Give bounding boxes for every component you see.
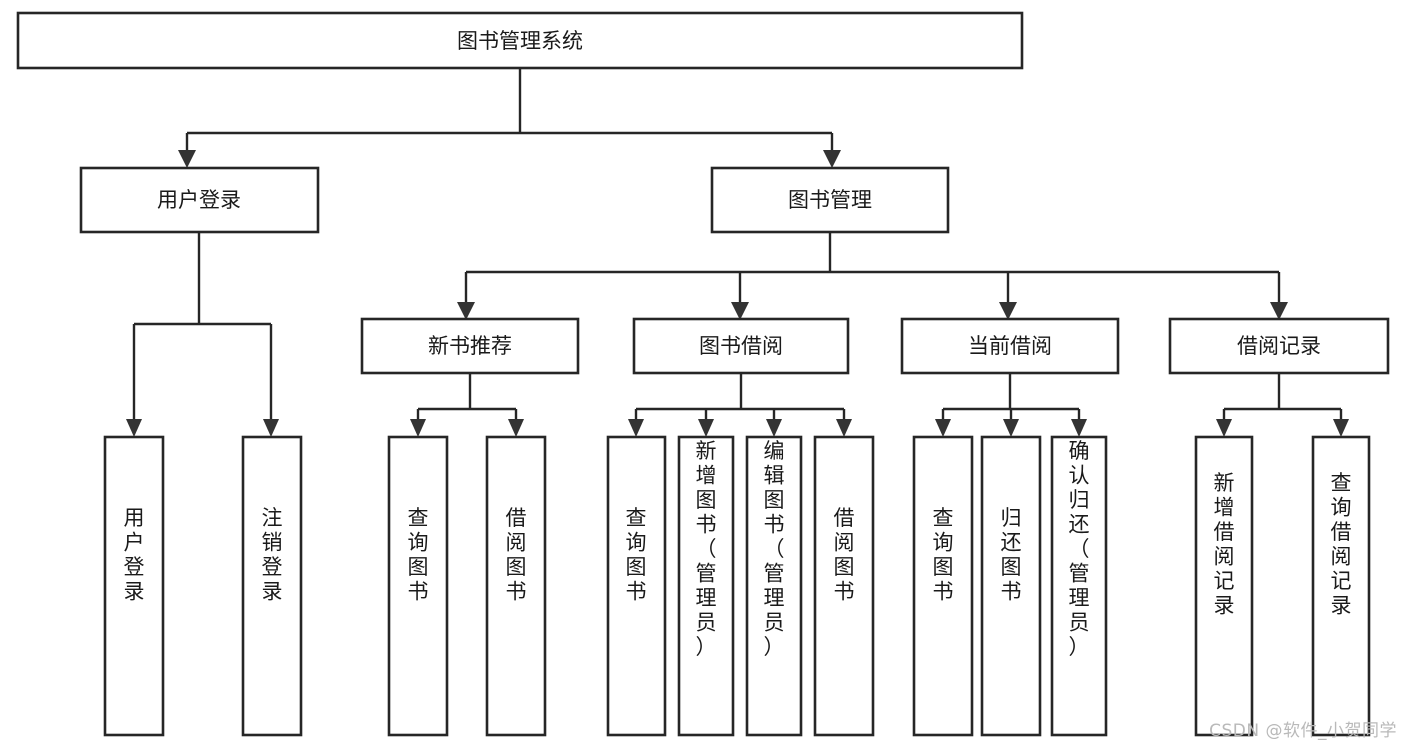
leaf-node-query-book-2[interactable]: 查询图书	[606, 435, 667, 737]
arrowhead-current-l1	[935, 419, 951, 437]
node-root-box[interactable]	[16, 11, 1024, 70]
leaf-node-query-book-1[interactable]: 查询图书	[387, 435, 449, 737]
leaf-node-add-borrow-record[interactable]: 新增借阅记录	[1194, 435, 1254, 737]
leaf-node-logout[interactable]: 注销登录	[241, 435, 303, 737]
node-new-book-recommend-label: 新书推荐	[428, 334, 512, 358]
arrowhead-borrow-l1	[628, 419, 644, 437]
leaf-logout-label: 注销登录	[262, 506, 283, 604]
node-root-system[interactable]: 图书管理系统	[16, 11, 1024, 70]
leaf-borrow-book-1-label: 借阅图书	[506, 506, 527, 604]
leaf-query-book-3-label: 查询图书	[933, 506, 954, 604]
arrowhead-current-l2	[1003, 419, 1019, 437]
leaf-confirm-return-admin-label: 确认归还（管理员）	[1069, 439, 1090, 659]
arrowhead-current-l3	[1071, 419, 1087, 437]
node-borrow-records-label: 借阅记录	[1237, 334, 1321, 358]
node-book-borrow[interactable]: 图书借阅	[632, 317, 850, 375]
arrowhead-records-l1	[1216, 419, 1232, 437]
node-user-login-label: 用户登录	[157, 188, 241, 212]
leaf-return-book-label: 归还图书	[1001, 506, 1022, 604]
node-current-borrow-box[interactable]	[900, 317, 1120, 375]
arrowhead-borrow-l3	[766, 419, 782, 437]
arrowhead-leaf-user-login	[126, 419, 142, 437]
leaf-node-borrow-book-1[interactable]: 借阅图书	[485, 435, 547, 737]
leaf-node-add-book-admin[interactable]: 新增图书（管理员）	[677, 435, 735, 737]
arrowhead-newbook	[457, 302, 475, 320]
node-book-management-box[interactable]	[710, 166, 950, 234]
arrowhead-records	[1270, 302, 1288, 320]
arrowhead-book-mgmt	[823, 150, 841, 168]
leaf-node-borrow-book-2[interactable]: 借阅图书	[813, 435, 875, 737]
node-current-borrow-label: 当前借阅	[968, 334, 1052, 358]
node-user-login[interactable]: 用户登录	[79, 166, 320, 234]
leaf-node-query-borrow-record[interactable]: 查询借阅记录	[1311, 435, 1371, 737]
node-book-borrow-label: 图书借阅	[699, 334, 783, 358]
node-user-login-box[interactable]	[79, 166, 320, 234]
arrowhead-user-login	[178, 150, 196, 168]
arrowhead-borrow-l4	[836, 419, 852, 437]
leaf-add-borrow-record-label: 新增借阅记录	[1214, 471, 1235, 618]
leaf-user-login-label: 用户登录	[124, 506, 145, 604]
leaf-add-borrow-record-box[interactable]	[1194, 435, 1254, 737]
leaf-confirm-return-admin-box[interactable]	[1050, 435, 1108, 737]
leaf-node-confirm-return-admin[interactable]: 确认归还（管理员）	[1050, 435, 1108, 737]
leaf-logout-box[interactable]	[241, 435, 303, 737]
arrowhead-borrow	[731, 302, 749, 320]
leaf-node-query-book-3[interactable]: 查询图书	[912, 435, 974, 737]
leaf-edit-book-admin-box[interactable]	[745, 435, 803, 737]
node-book-borrow-box[interactable]	[632, 317, 850, 375]
node-book-management-label: 图书管理	[788, 188, 872, 212]
arrowhead-borrow-l2	[698, 419, 714, 437]
leaf-return-book-box[interactable]	[980, 435, 1042, 737]
leaf-query-book-2-box[interactable]	[606, 435, 667, 737]
leaf-add-book-admin-box[interactable]	[677, 435, 735, 737]
leaf-query-book-3-box[interactable]	[912, 435, 974, 737]
connector-group	[126, 68, 1349, 437]
leaf-node-return-book[interactable]: 归还图书	[980, 435, 1042, 737]
leaf-add-book-admin-label: 新增图书（管理员）	[696, 439, 717, 659]
leaf-query-book-2-label: 查询图书	[626, 506, 647, 604]
leaf-query-book-1-label: 查询图书	[408, 506, 429, 604]
leaf-query-book-1-box[interactable]	[387, 435, 449, 737]
node-current-borrow[interactable]: 当前借阅	[900, 317, 1120, 375]
node-new-book-recommend-box[interactable]	[360, 317, 580, 375]
leaf-edit-book-admin-label: 编辑图书（管理员）	[764, 439, 785, 659]
leaf-node-user-login[interactable]: 用户登录	[103, 435, 165, 737]
arrowhead-newbook-l2	[508, 419, 524, 437]
leaf-node-edit-book-admin[interactable]: 编辑图书（管理员）	[745, 435, 803, 737]
leaf-borrow-book-2-box[interactable]	[813, 435, 875, 737]
leaf-query-borrow-record-box[interactable]	[1311, 435, 1371, 737]
leaf-borrow-book-1-box[interactable]	[485, 435, 547, 737]
leaf-borrow-book-2-label: 借阅图书	[834, 506, 855, 604]
leaf-query-borrow-record-label: 查询借阅记录	[1331, 471, 1352, 618]
leaf-user-login-box[interactable]	[103, 435, 165, 737]
node-borrow-records-box[interactable]	[1168, 317, 1390, 375]
arrowhead-leaf-logout	[263, 419, 279, 437]
node-borrow-records[interactable]: 借阅记录	[1168, 317, 1390, 375]
node-new-book-recommend[interactable]: 新书推荐	[360, 317, 580, 375]
node-root-label: 图书管理系统	[457, 29, 583, 53]
arrowhead-records-l2	[1333, 419, 1349, 437]
node-book-management[interactable]: 图书管理	[710, 166, 950, 234]
arrowhead-current	[999, 302, 1017, 320]
arrowhead-newbook-l1	[410, 419, 426, 437]
